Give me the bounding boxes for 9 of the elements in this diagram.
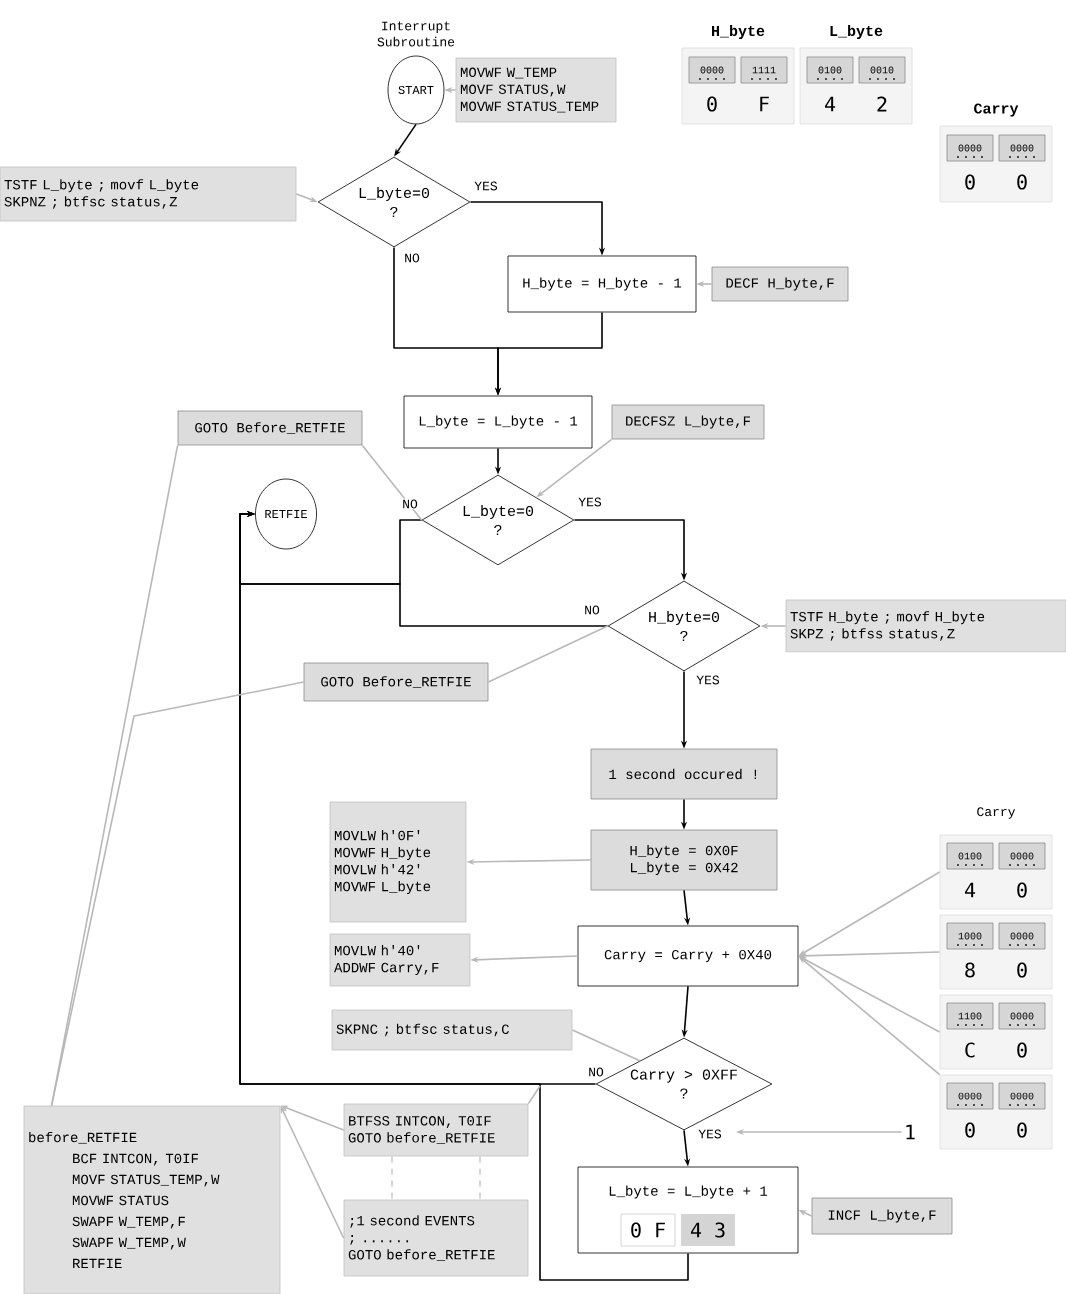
- leader-line: [527, 1085, 541, 1105]
- leader-line: [571, 1029, 641, 1062]
- dashed-line: [479, 1155, 481, 1201]
- number-label: 1: [906, 1124, 915, 1140]
- leader-line: [361, 444, 423, 521]
- leader-line: [50, 681, 305, 1107]
- arrow: [239, 510, 689, 1281]
- dashed-line: [391, 1155, 393, 1201]
- leader-line: [487, 625, 609, 683]
